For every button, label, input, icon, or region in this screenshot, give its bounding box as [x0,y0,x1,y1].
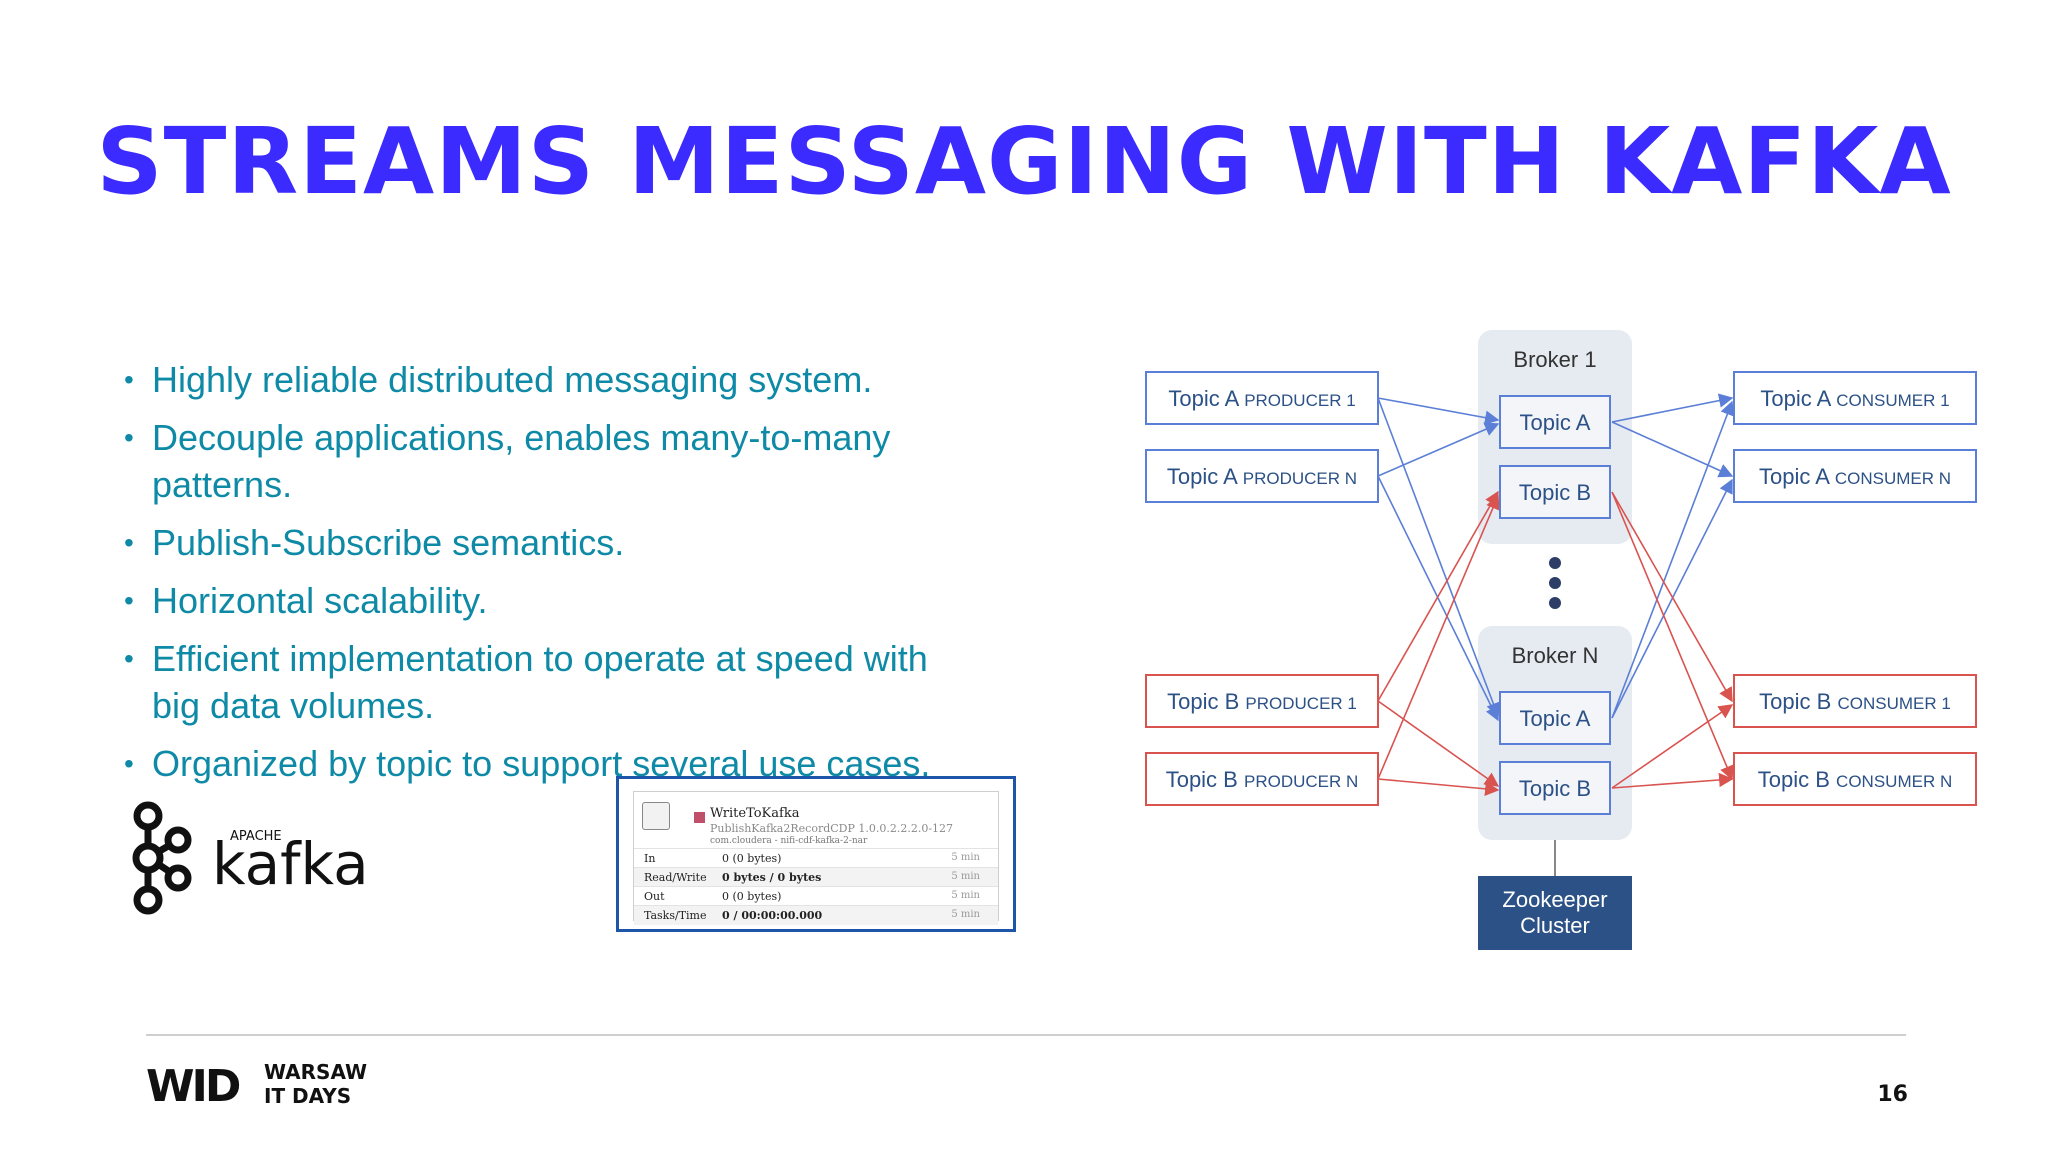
processor-icon [642,802,670,830]
svg-text:Topic A CONSUMER N: Topic A CONSUMER N [1759,464,1951,489]
bullet-item: •Highly reliable distributed messaging s… [124,359,873,400]
broker-n-topic-a [1499,691,1611,745]
broker-1-topic-a [1499,395,1611,449]
bullet-list: •Highly reliable distributed messaging s… [118,356,1038,798]
nifi-processor-card: WriteToKafka PublishKafka2RecordCDP 1.0.… [616,776,1016,932]
topic-b-consumer-1: Topic B CONSUMER 1 [1733,674,1977,728]
topic-a-consumer-1: Topic A CONSUMER 1 [1733,371,1977,425]
svg-text:Topic B PRODUCER N: Topic B PRODUCER N [1166,767,1359,792]
topic-a-producer-1: Topic A PRODUCER 1 [1145,371,1379,425]
org-name: WARSAW IT DAYS [264,1060,368,1108]
topic-b-producer-1: Topic B PRODUCER 1 [1145,674,1379,728]
topic-a-consumer-n: Topic A CONSUMER N [1733,449,1977,503]
svg-text:Topic B PRODUCER 1: Topic B PRODUCER 1 [1167,689,1357,714]
svg-text:Topic A: Topic A [1520,410,1591,435]
slide-title: STREAMS MESSAGING WITH KAFKA [96,108,1952,215]
broker-n-label: Broker N [1512,643,1599,668]
kafka-architecture-diagram: Broker 1 Broker N Topic A Topic B Topic … [1145,330,1977,950]
svg-text:Topic B: Topic B [1519,776,1591,801]
svg-text:Zookeeper: Zookeeper [1502,887,1607,912]
wid-logo: WID [146,1063,243,1107]
ellipsis-dot [1549,597,1561,609]
bullet-item: •Publish-Subscribe semantics. [124,522,625,563]
apache-label: APACHE [230,829,282,844]
apache-kafka-logo: APACHE kafka [132,801,369,915]
svg-text:Topic A: Topic A [1520,706,1591,731]
bullet-item: •Decouple applications, enables many-to-… [124,417,891,505]
svg-text:Topic A CONSUMER 1: Topic A CONSUMER 1 [1760,386,1949,411]
svg-text:Cluster: Cluster [1520,913,1590,938]
zookeeper-cluster [1478,876,1632,950]
broker-1-topic-b [1499,465,1611,519]
svg-text:WID: WID [146,1063,240,1107]
ellipsis-dot [1549,577,1561,589]
topic-b-consumer-n: Topic B CONSUMER N [1733,752,1977,806]
broker-1-label: Broker 1 [1513,347,1596,372]
svg-text:Topic A PRODUCER N: Topic A PRODUCER N [1167,464,1357,489]
svg-text:Topic A PRODUCER 1: Topic A PRODUCER 1 [1168,386,1355,411]
bullet-item: •Horizontal scalability. [124,580,488,621]
processor-type: PublishKafka2RecordCDP 1.0.0.2.2.2.0-127 [710,822,954,835]
svg-text:Topic B CONSUMER 1: Topic B CONSUMER 1 [1759,689,1951,714]
svg-text:Topic B CONSUMER N: Topic B CONSUMER N [1758,767,1952,792]
processor-status-icon [694,812,705,823]
processor-bundle: com.cloudera - nifi-cdf-kafka-2-nar [710,836,868,846]
topic-a-producer-n: Topic A PRODUCER N [1145,449,1379,503]
page-number: 16 [1877,1082,1908,1107]
kafka-label: kafka [212,830,369,898]
footer-divider [146,1034,1906,1036]
topic-b-producer-n: Topic B PRODUCER N [1145,752,1379,806]
svg-text:Topic B: Topic B [1519,480,1591,505]
bullet-item: •Efficient implementation to operate at … [124,638,928,726]
processor-name: WriteToKafka [710,806,800,821]
broker-n-topic-b [1499,761,1611,815]
ellipsis-dot [1549,557,1561,569]
